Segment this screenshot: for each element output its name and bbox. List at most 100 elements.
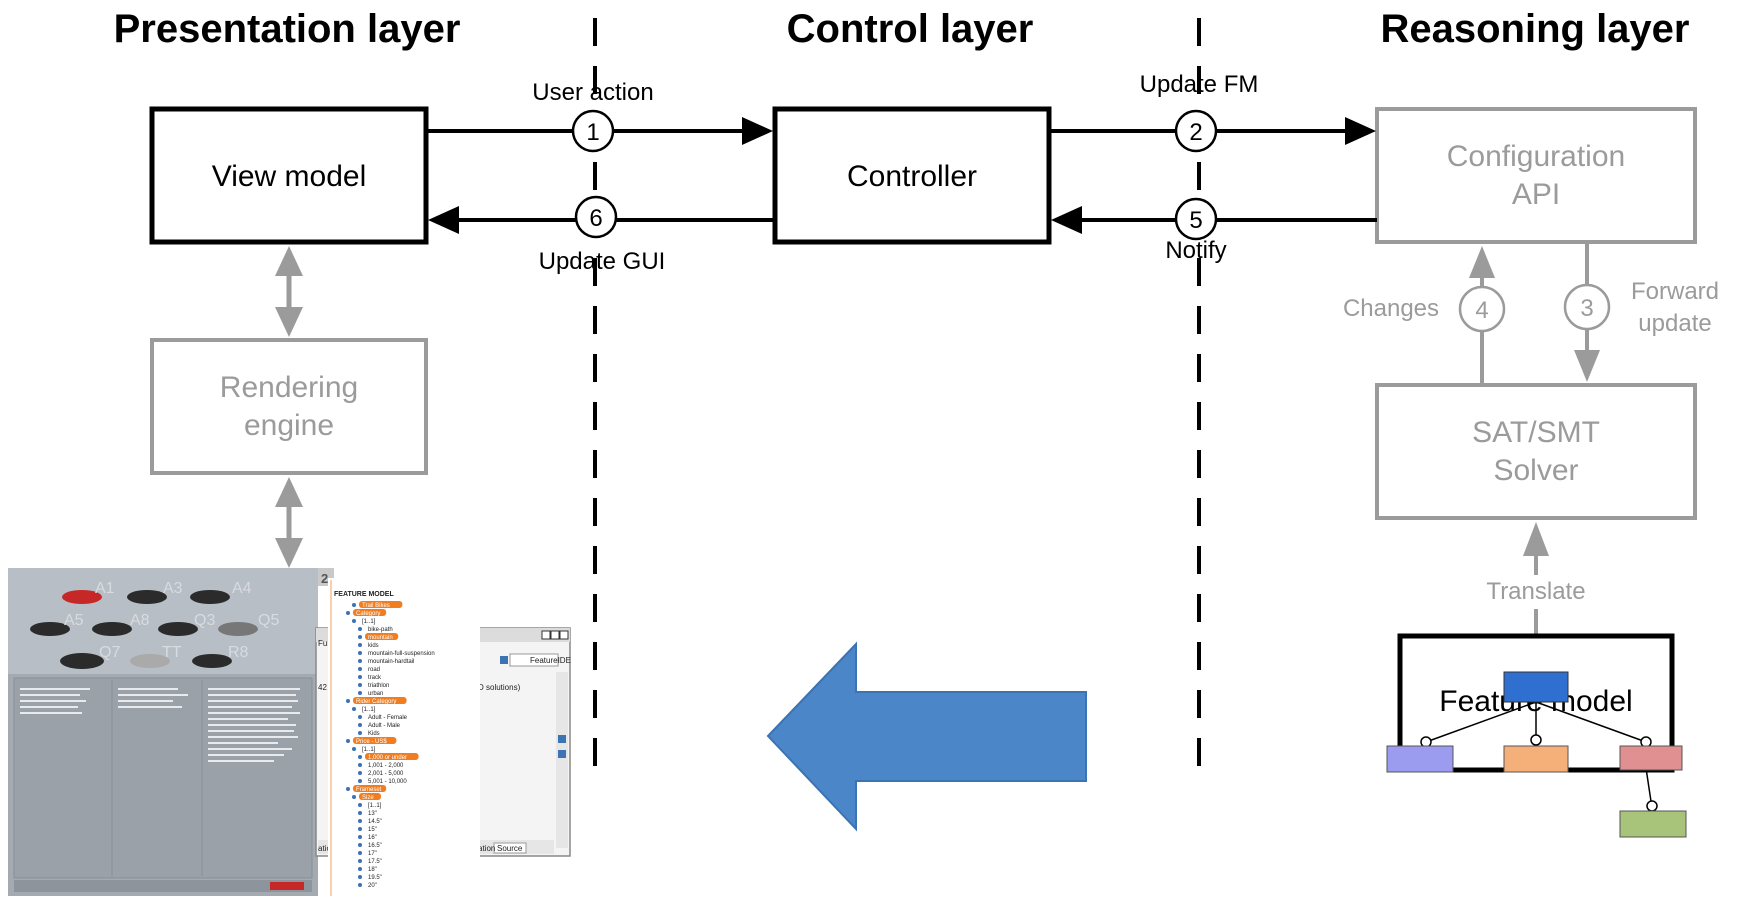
step-5-marker: 5 (1174, 197, 1218, 241)
fm-tree-marker (352, 795, 356, 799)
svg-text:Q7: Q7 (99, 644, 120, 661)
configuration-api-label-line2: API (1512, 178, 1560, 211)
svg-text:TT: TT (162, 644, 182, 661)
step-6-marker: 6 (574, 195, 618, 239)
controller-box: Controller (772, 106, 1052, 245)
feature-model-tree-panel: FEATURE MODEL (328, 578, 480, 896)
solver-label-line2: Solver (1493, 454, 1578, 487)
fm-tree-node-label: [1..1] (362, 707, 376, 713)
svg-text:2: 2 (1189, 119, 1202, 146)
fm-tree-node-label: Kids (368, 731, 380, 737)
svg-text:6: 6 (589, 205, 602, 232)
svg-text:Q3: Q3 (194, 612, 215, 629)
fm-tree-marker (352, 747, 356, 751)
svg-text:A5: A5 (64, 612, 84, 629)
fm-tree-marker (358, 819, 362, 823)
fm-tree-tag (365, 753, 419, 760)
fm-tree-node-label: [1..1] (368, 803, 382, 809)
fm-tree-node-label: Price - US$ (356, 739, 387, 745)
fm-tree-marker (358, 867, 362, 871)
fm-tree-marker (358, 651, 362, 655)
fm-middle-node (1503, 745, 1569, 773)
svg-text:4: 4 (1475, 297, 1488, 324)
sat-smt-solver-box: SAT/SMT Solver (1375, 383, 1697, 520)
svg-text:A1: A1 (95, 580, 115, 597)
fm-tree-marker (358, 627, 362, 631)
svg-text:R8: R8 (228, 644, 249, 661)
fm-tree-marker (358, 675, 362, 679)
rendering-engine-label-line1: Rendering (220, 371, 358, 404)
fm-tree-node-label: 18" (368, 867, 377, 873)
fm-tree-marker (358, 659, 362, 663)
fm-tree-marker (358, 715, 362, 719)
featureide-source-tab: Source (497, 844, 523, 853)
svg-text:A8: A8 (130, 612, 150, 629)
step-1-marker: 1 (571, 109, 615, 153)
fm-tree-node-label: Adult - Female (368, 715, 408, 721)
featureide-tab: FeatureIDE (530, 656, 571, 665)
fm-tree-tag (365, 633, 399, 640)
svg-text:A3: A3 (163, 580, 183, 597)
configuration-api-box: Configuration API (1375, 107, 1697, 244)
fm-tree-tag (359, 793, 381, 800)
fm-tree-node-label: kids (368, 643, 379, 649)
svg-text:3: 3 (1580, 295, 1593, 322)
controller-label: Controller (847, 160, 977, 193)
fm-tree-node-label: 1,000 or under (368, 755, 407, 761)
fm-tree-marker (358, 851, 362, 855)
rendering-engine-box: Rendering engine (150, 338, 428, 475)
fm-tree-node-label: mountain (368, 635, 393, 641)
fm-tree-marker (358, 811, 362, 815)
fm-tree-marker (358, 771, 362, 775)
feature-model-box: Feature model (1386, 633, 1687, 838)
fm-left-node (1386, 745, 1454, 773)
view-model-label: View model (212, 160, 367, 193)
fm-tree-marker (358, 731, 362, 735)
solver-label-line1: SAT/SMT (1472, 416, 1600, 449)
fm-tree-node-label: Adult - Male (368, 723, 401, 729)
fm-tree-marker (358, 803, 362, 807)
fm-tree-marker (346, 611, 350, 615)
step-2-marker: 2 (1174, 109, 1218, 153)
fm-tree-node-label: triathlon (368, 683, 389, 689)
fm-tree-marker (358, 859, 362, 863)
label-notify: Notify (1165, 237, 1226, 264)
label-translate: Translate (1486, 578, 1585, 605)
svg-text:ation: ation (318, 844, 335, 853)
fm-tree-tag (359, 601, 403, 608)
fm-tree-marker (358, 883, 362, 887)
reasoning-layer-title: Reasoning layer (1380, 7, 1689, 51)
label-forward-line1: Forward (1631, 278, 1719, 305)
fm-tree-node-label: track (368, 675, 382, 681)
step-4-marker: 4 (1458, 285, 1506, 333)
fm-tree-marker (358, 755, 362, 759)
fm-root-node (1503, 671, 1569, 703)
presentation-layer-title: Presentation layer (114, 7, 461, 51)
fm-tree-marker (358, 827, 362, 831)
fm-tree-marker (346, 739, 350, 743)
fm-tree-tag (353, 737, 397, 744)
fm-tree-marker (358, 779, 362, 783)
fm-tree-node-label: 17" (368, 851, 377, 857)
fm-tree-tag (353, 785, 387, 792)
feature-model-tree: Trail BikesCategory[1..1]bike-pathmounta… (346, 601, 435, 889)
fm-tree-node-label: road (368, 667, 380, 673)
label-changes: Changes (1343, 295, 1439, 322)
rendering-engine-label-line2: engine (244, 409, 334, 442)
fm-tree-node-label: 13" (368, 811, 377, 817)
label-user-action: User action (532, 79, 653, 106)
label-update-fm: Update FM (1140, 71, 1259, 98)
svg-text:A4: A4 (232, 580, 252, 597)
fm-tree-node-label: Rider Category (356, 699, 396, 705)
fm-tree-node-label: 14.5" (368, 819, 382, 825)
featureide-solutions: D solutions) (478, 683, 521, 692)
fm-tree-node-label: 1,001 - 2,000 (368, 763, 404, 769)
fm-tree-marker (358, 683, 362, 687)
fm-tree-tag (353, 609, 387, 616)
fm-tree-node-label: urban (368, 691, 383, 697)
step-3-marker: 3 (1563, 283, 1611, 331)
configurator-badge: 2 (321, 571, 328, 586)
arrow-rendering-gui (275, 477, 303, 568)
fm-tree-node-label: mountain-hardtail (368, 659, 414, 665)
